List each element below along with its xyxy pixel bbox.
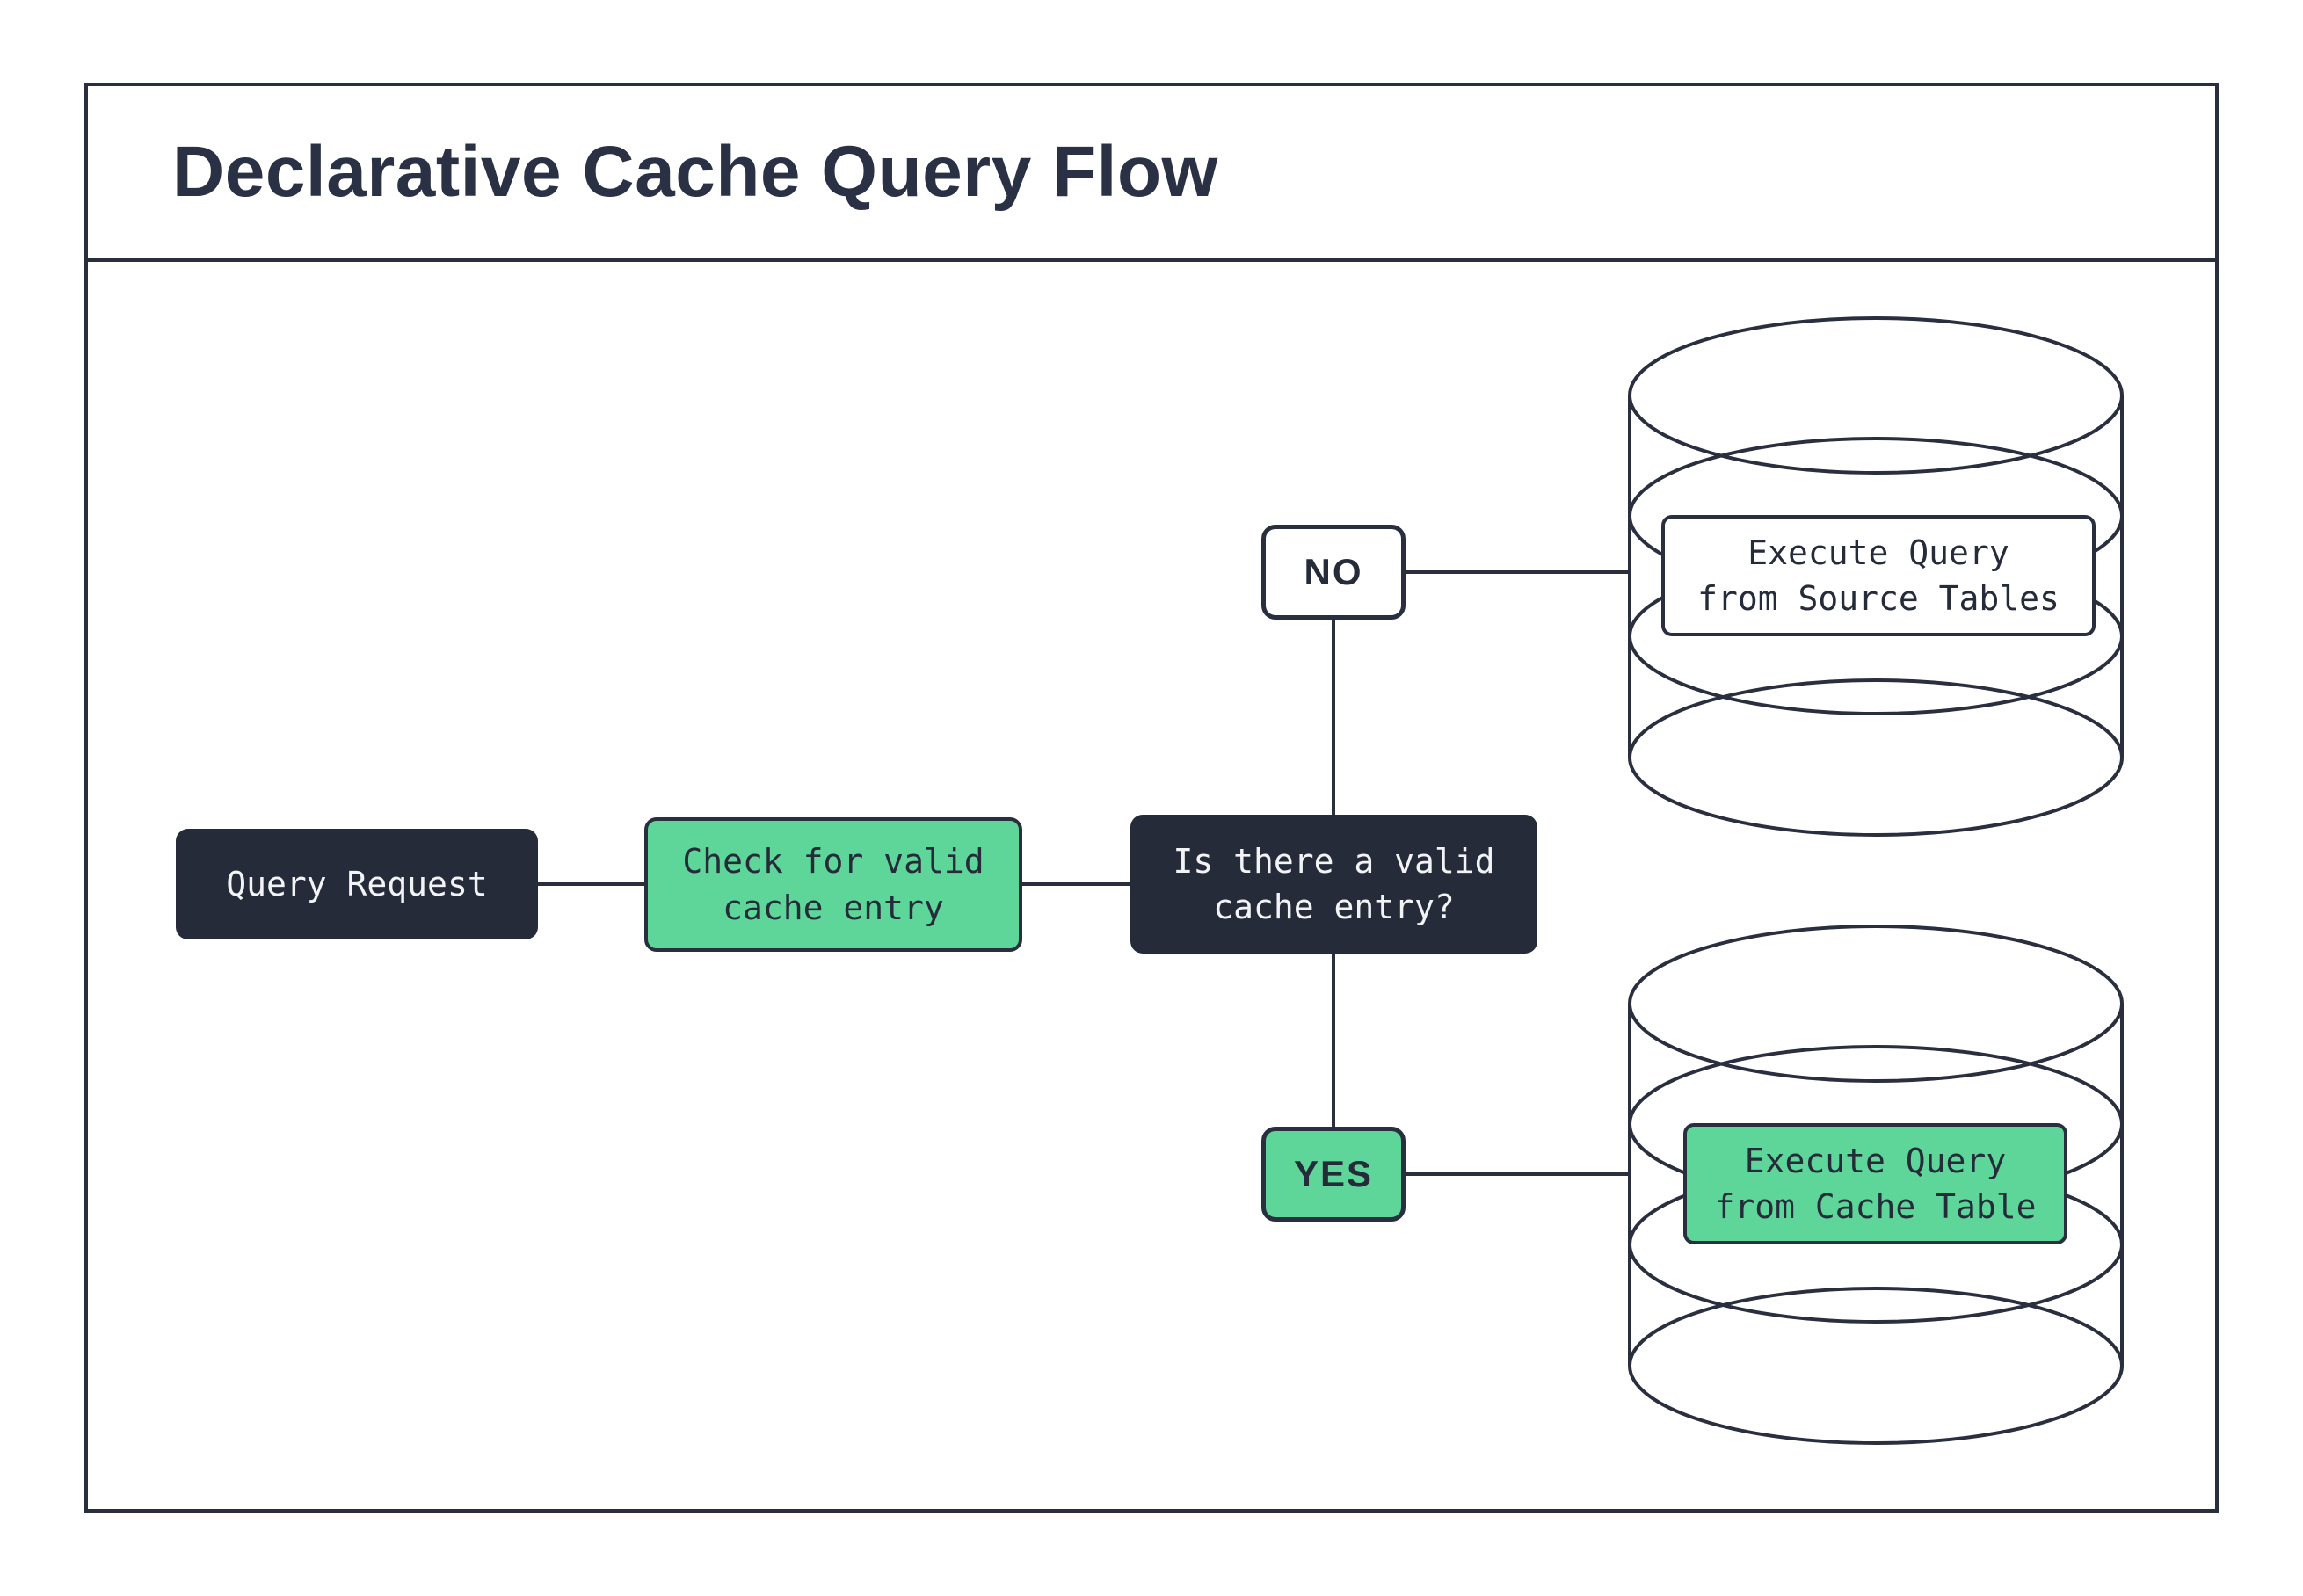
edge-label-yes: YES (1261, 1127, 1406, 1222)
edge-label-no: NO (1261, 525, 1406, 620)
source-database-cylinder-icon (1628, 316, 2124, 837)
node-execute-source-tables: Execute Query from Source Tables (1661, 515, 2096, 636)
node-check-cache: Check for valid cache entry (644, 817, 1022, 952)
node-execute-cache-table: Execute Query from Cache Table (1683, 1123, 2067, 1244)
title-bar: Declarative Cache Query Flow (88, 86, 2215, 262)
node-decision-valid-cache: Is there a valid cache entry? (1130, 815, 1537, 954)
page-title: Declarative Cache Query Flow (172, 132, 1218, 212)
node-query-request: Query Request (176, 829, 538, 939)
diagram-frame: Declarative Cache Query Flow (84, 83, 2219, 1513)
connector-lines (538, 570, 1631, 1176)
cache-database-cylinder-icon (1628, 925, 2124, 1445)
